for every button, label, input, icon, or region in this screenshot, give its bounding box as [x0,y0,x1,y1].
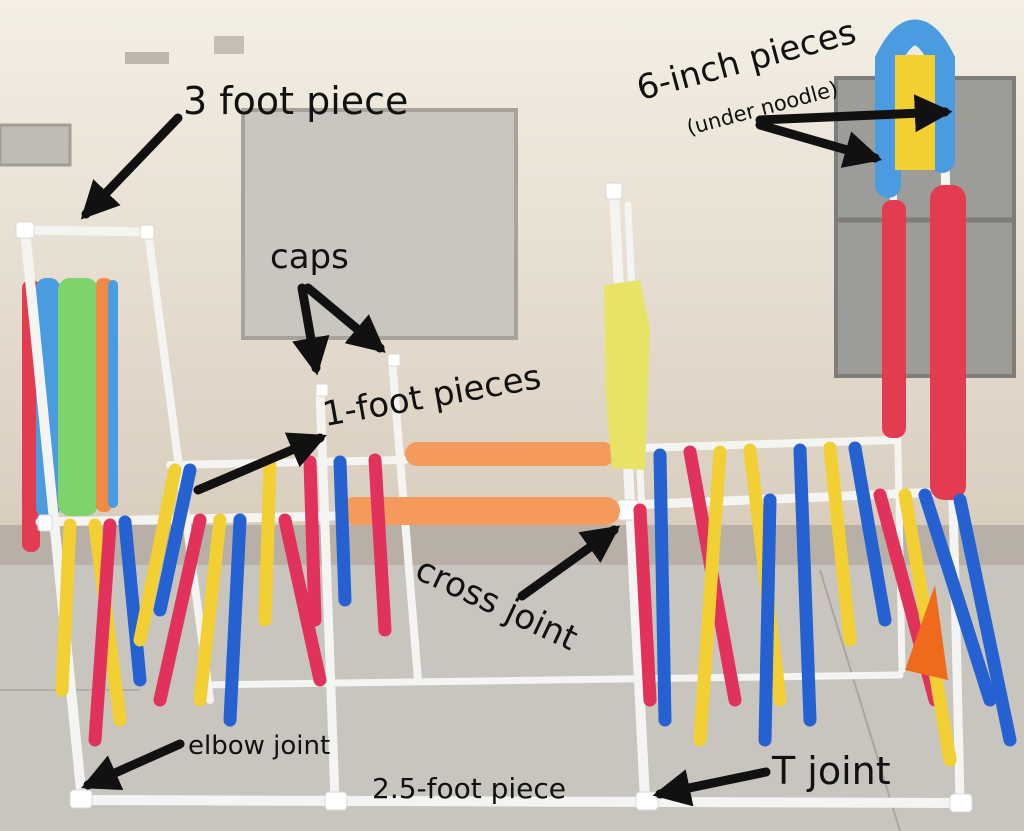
annotation-arrows [80,94,953,807]
ground-seam [819,569,901,831]
pvc-joints [15,182,973,813]
noodle-green [58,278,98,516]
arrow-caps-left [292,283,330,376]
label-caps: caps [270,237,349,277]
arrow-6-inch-right [755,94,953,133]
noodle-red-tall [930,185,966,500]
arrow-t-joint [652,767,771,807]
streamers [55,441,1017,767]
arrow-elbow-joint [81,739,185,790]
noodle-orange-bar [405,442,615,466]
noodle-orange-bar [340,497,620,525]
label-2-5-foot-piece: 2.5-foot piece [372,772,567,805]
wall-vent [214,36,244,54]
noodle-red-tall [882,200,906,438]
arrow-caps-right [303,283,386,353]
left-window [0,123,72,167]
noodle-arch [875,19,955,198]
noodle-blue [108,280,118,508]
noodle-blue [36,278,60,518]
arrow-cross-joint [517,525,621,601]
arrow-6-inch-left [755,120,883,168]
label-3-foot-piece: 3 foot piece [183,79,409,123]
yellow-foam [604,280,650,470]
arrow-1-foot [193,432,327,495]
orange-cone [905,585,948,680]
label-elbow-joint: elbow joint [188,731,331,761]
label-t-joint: T joint [772,749,891,793]
center-window [241,108,518,340]
arrow-3-foot [80,113,183,220]
wall-vent [125,52,169,64]
